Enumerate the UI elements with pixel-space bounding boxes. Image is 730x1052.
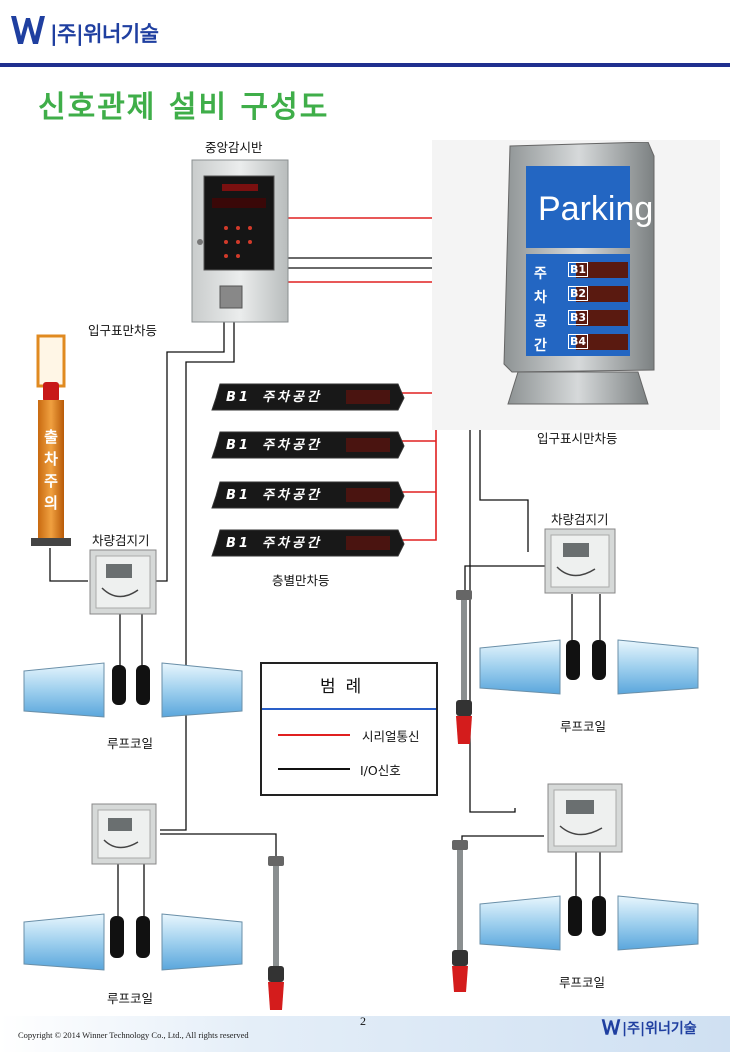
parking-sign-vertical-text: 주 차 공 간 xyxy=(534,262,552,358)
parking-sign-floor: B3 xyxy=(568,310,589,325)
floor-display-text: 주차공간 xyxy=(262,536,322,551)
floor-display-text-4: B1 주차공간 xyxy=(226,532,322,551)
header-rule xyxy=(0,63,730,67)
loop-coil-label-3: 루프코일 xyxy=(559,975,606,990)
entrance-lamp-label: 입구표만차등 xyxy=(88,323,158,338)
warning-pole xyxy=(268,856,284,1010)
parking-sign-char: 공 xyxy=(534,314,547,330)
legend-title: 범례 xyxy=(320,677,372,697)
loop-coil-group xyxy=(479,895,699,951)
parking-sign xyxy=(503,142,655,405)
floor-display-text-2: B1 주차공간 xyxy=(226,434,322,453)
floor-display-3 xyxy=(211,481,405,509)
page-title: 신호관제 설비 구성도 xyxy=(38,90,330,125)
vehicle-detector-left-label: 차량검지기 xyxy=(92,533,150,548)
vehicle-detector-box xyxy=(89,549,157,615)
central-panel-label: 중앙감시반 xyxy=(205,140,263,155)
logo-w-icon xyxy=(11,16,45,44)
legend-serial-swatch xyxy=(278,734,350,736)
parking-sign-title: Parking xyxy=(538,190,654,228)
central-panel xyxy=(191,159,289,323)
loop-coil-label-2: 루프코일 xyxy=(560,719,607,734)
loop-coil-group xyxy=(23,913,243,971)
loop-coil-label-1: 루프코일 xyxy=(107,736,154,751)
floor-display-floor: B1 xyxy=(226,438,251,453)
parking-sign-char: 주 xyxy=(534,266,547,282)
exit-warning-char: 출 xyxy=(44,428,58,446)
warning-pole xyxy=(456,590,472,744)
floor-display-floor: B1 xyxy=(226,390,251,405)
exit-warning-char: 차 xyxy=(44,450,58,468)
legend-io-swatch xyxy=(278,768,350,770)
vehicle-detector-right-label: 차량검지기 xyxy=(551,512,609,527)
footer-logo xyxy=(600,1016,622,1042)
footer-logo-text: |주|위너기술 xyxy=(622,1021,697,1037)
legend-io-label: I/O신호 xyxy=(360,763,401,778)
parking-sign-floor: B4 xyxy=(568,334,589,349)
logo-text: |주|위너기술 xyxy=(50,22,159,46)
floor-display-text-3: B1 주차공간 xyxy=(226,484,322,503)
footer-logo-w-icon xyxy=(601,1019,621,1035)
vehicle-detector-box xyxy=(547,783,623,853)
legend-serial-label: 시리얼통신 xyxy=(362,729,420,744)
floor-display-text: 주차공간 xyxy=(262,438,322,453)
floor-signs-label: 층별만차등 xyxy=(272,573,330,588)
parking-sign-floors: B1 B2 B3 B4 xyxy=(568,262,589,349)
parking-sign-char: 간 xyxy=(534,338,547,354)
page-number: 2 xyxy=(360,1014,366,1028)
legend-box: 범례 시리얼통신 I/O신호 xyxy=(260,662,438,796)
entrance-sign-label: 입구표시만차등 xyxy=(537,431,618,446)
parking-sign-floor: B2 xyxy=(568,286,589,301)
exit-warning-text: 출 차 주 의 xyxy=(39,426,63,514)
vehicle-detector-box xyxy=(91,803,157,865)
loop-coil-label-4: 루프코일 xyxy=(107,991,154,1006)
exit-warning-tower xyxy=(31,334,71,546)
exit-warning-char: 주 xyxy=(44,472,58,490)
exit-warning-char: 의 xyxy=(44,494,58,512)
floor-display-1 xyxy=(211,383,405,411)
loop-coil-group xyxy=(479,639,699,695)
floor-display-text: 주차공간 xyxy=(262,390,322,405)
floor-display-text-1: B1 주차공간 xyxy=(226,386,322,405)
parking-sign-floor: B1 xyxy=(568,262,589,277)
floor-display-shapes xyxy=(211,383,405,557)
loop-coil-group xyxy=(23,662,243,718)
floor-display-text: 주차공간 xyxy=(262,488,322,503)
legend-divider xyxy=(262,708,436,710)
vehicle-detector-box xyxy=(544,528,616,594)
warning-pole xyxy=(452,840,468,992)
copyright-text: Copyright © 2014 Winner Technology Co., … xyxy=(18,1030,249,1040)
floor-display-2 xyxy=(211,431,405,459)
io-lines xyxy=(49,257,601,916)
floor-display-4 xyxy=(211,529,405,557)
parking-sign-char: 차 xyxy=(534,290,547,306)
floor-display-floor: B1 xyxy=(226,488,251,503)
floor-display-floor: B1 xyxy=(226,536,251,551)
company-logo xyxy=(8,10,48,54)
